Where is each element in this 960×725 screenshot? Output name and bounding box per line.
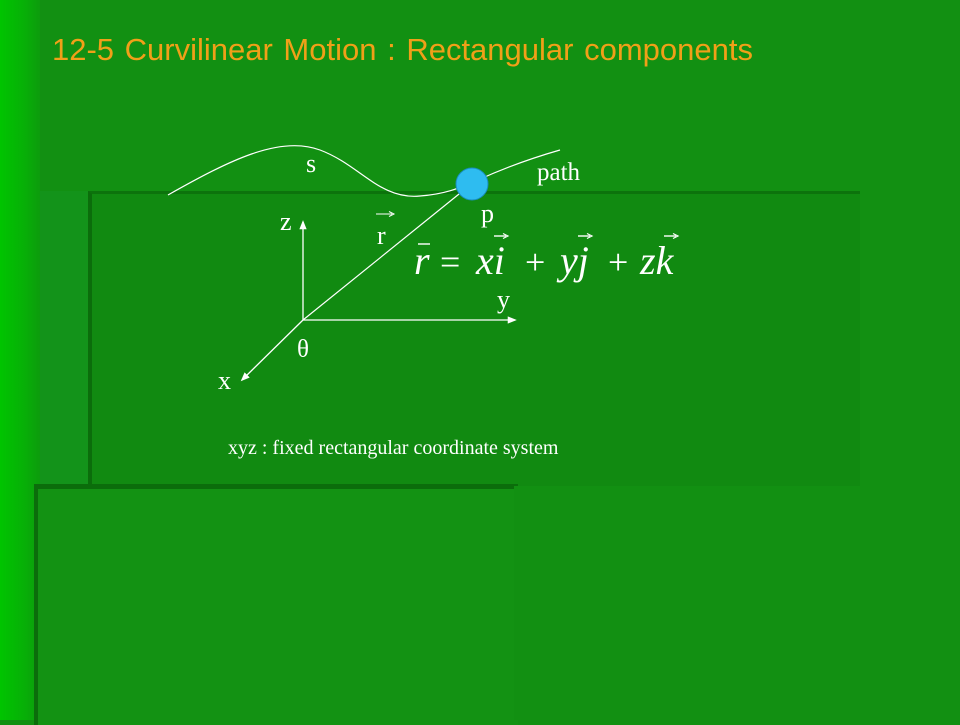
point-p-marker	[455, 167, 489, 201]
eq-term-zk: zk	[639, 232, 680, 283]
label-r: r	[377, 221, 386, 250]
background-panel-lower	[34, 484, 518, 725]
eq-term-yj: yj	[556, 232, 594, 283]
eq-plus-1: +	[525, 242, 545, 282]
background-left-strip	[40, 191, 88, 486]
background-panel-lower-right	[514, 486, 960, 720]
slide-title: 12-5 Curvilinear Motion : Rectangular co…	[52, 32, 753, 67]
eq-plus-2: +	[608, 242, 628, 282]
eq-equals: =	[440, 242, 460, 282]
label-p: p	[481, 199, 494, 228]
eq-term-xi: xi	[475, 232, 510, 283]
label-y: y	[497, 285, 510, 314]
label-z: z	[280, 207, 292, 236]
svg-text:xi: xi	[475, 238, 505, 283]
svg-text:r: r	[414, 238, 430, 283]
coordinate-system-caption: xyz : fixed rectangular coordinate syste…	[228, 437, 559, 459]
background-panel-upper	[88, 191, 860, 489]
label-path: path	[537, 159, 581, 186]
svg-text:zk: zk	[639, 238, 675, 283]
x-axis	[240, 319, 304, 382]
motion-path-curve	[167, 144, 561, 197]
label-theta: θ	[297, 336, 309, 363]
position-equation: r = xi + yj + zk	[414, 232, 680, 283]
label-x: x	[218, 366, 231, 395]
background-left-gradient	[0, 0, 40, 720]
position-vector-line	[302, 189, 465, 321]
label-r-vector: r	[376, 211, 396, 250]
eq-lhs: r	[414, 238, 430, 283]
svg-text:yj: yj	[556, 238, 589, 283]
label-s: s	[306, 149, 316, 178]
